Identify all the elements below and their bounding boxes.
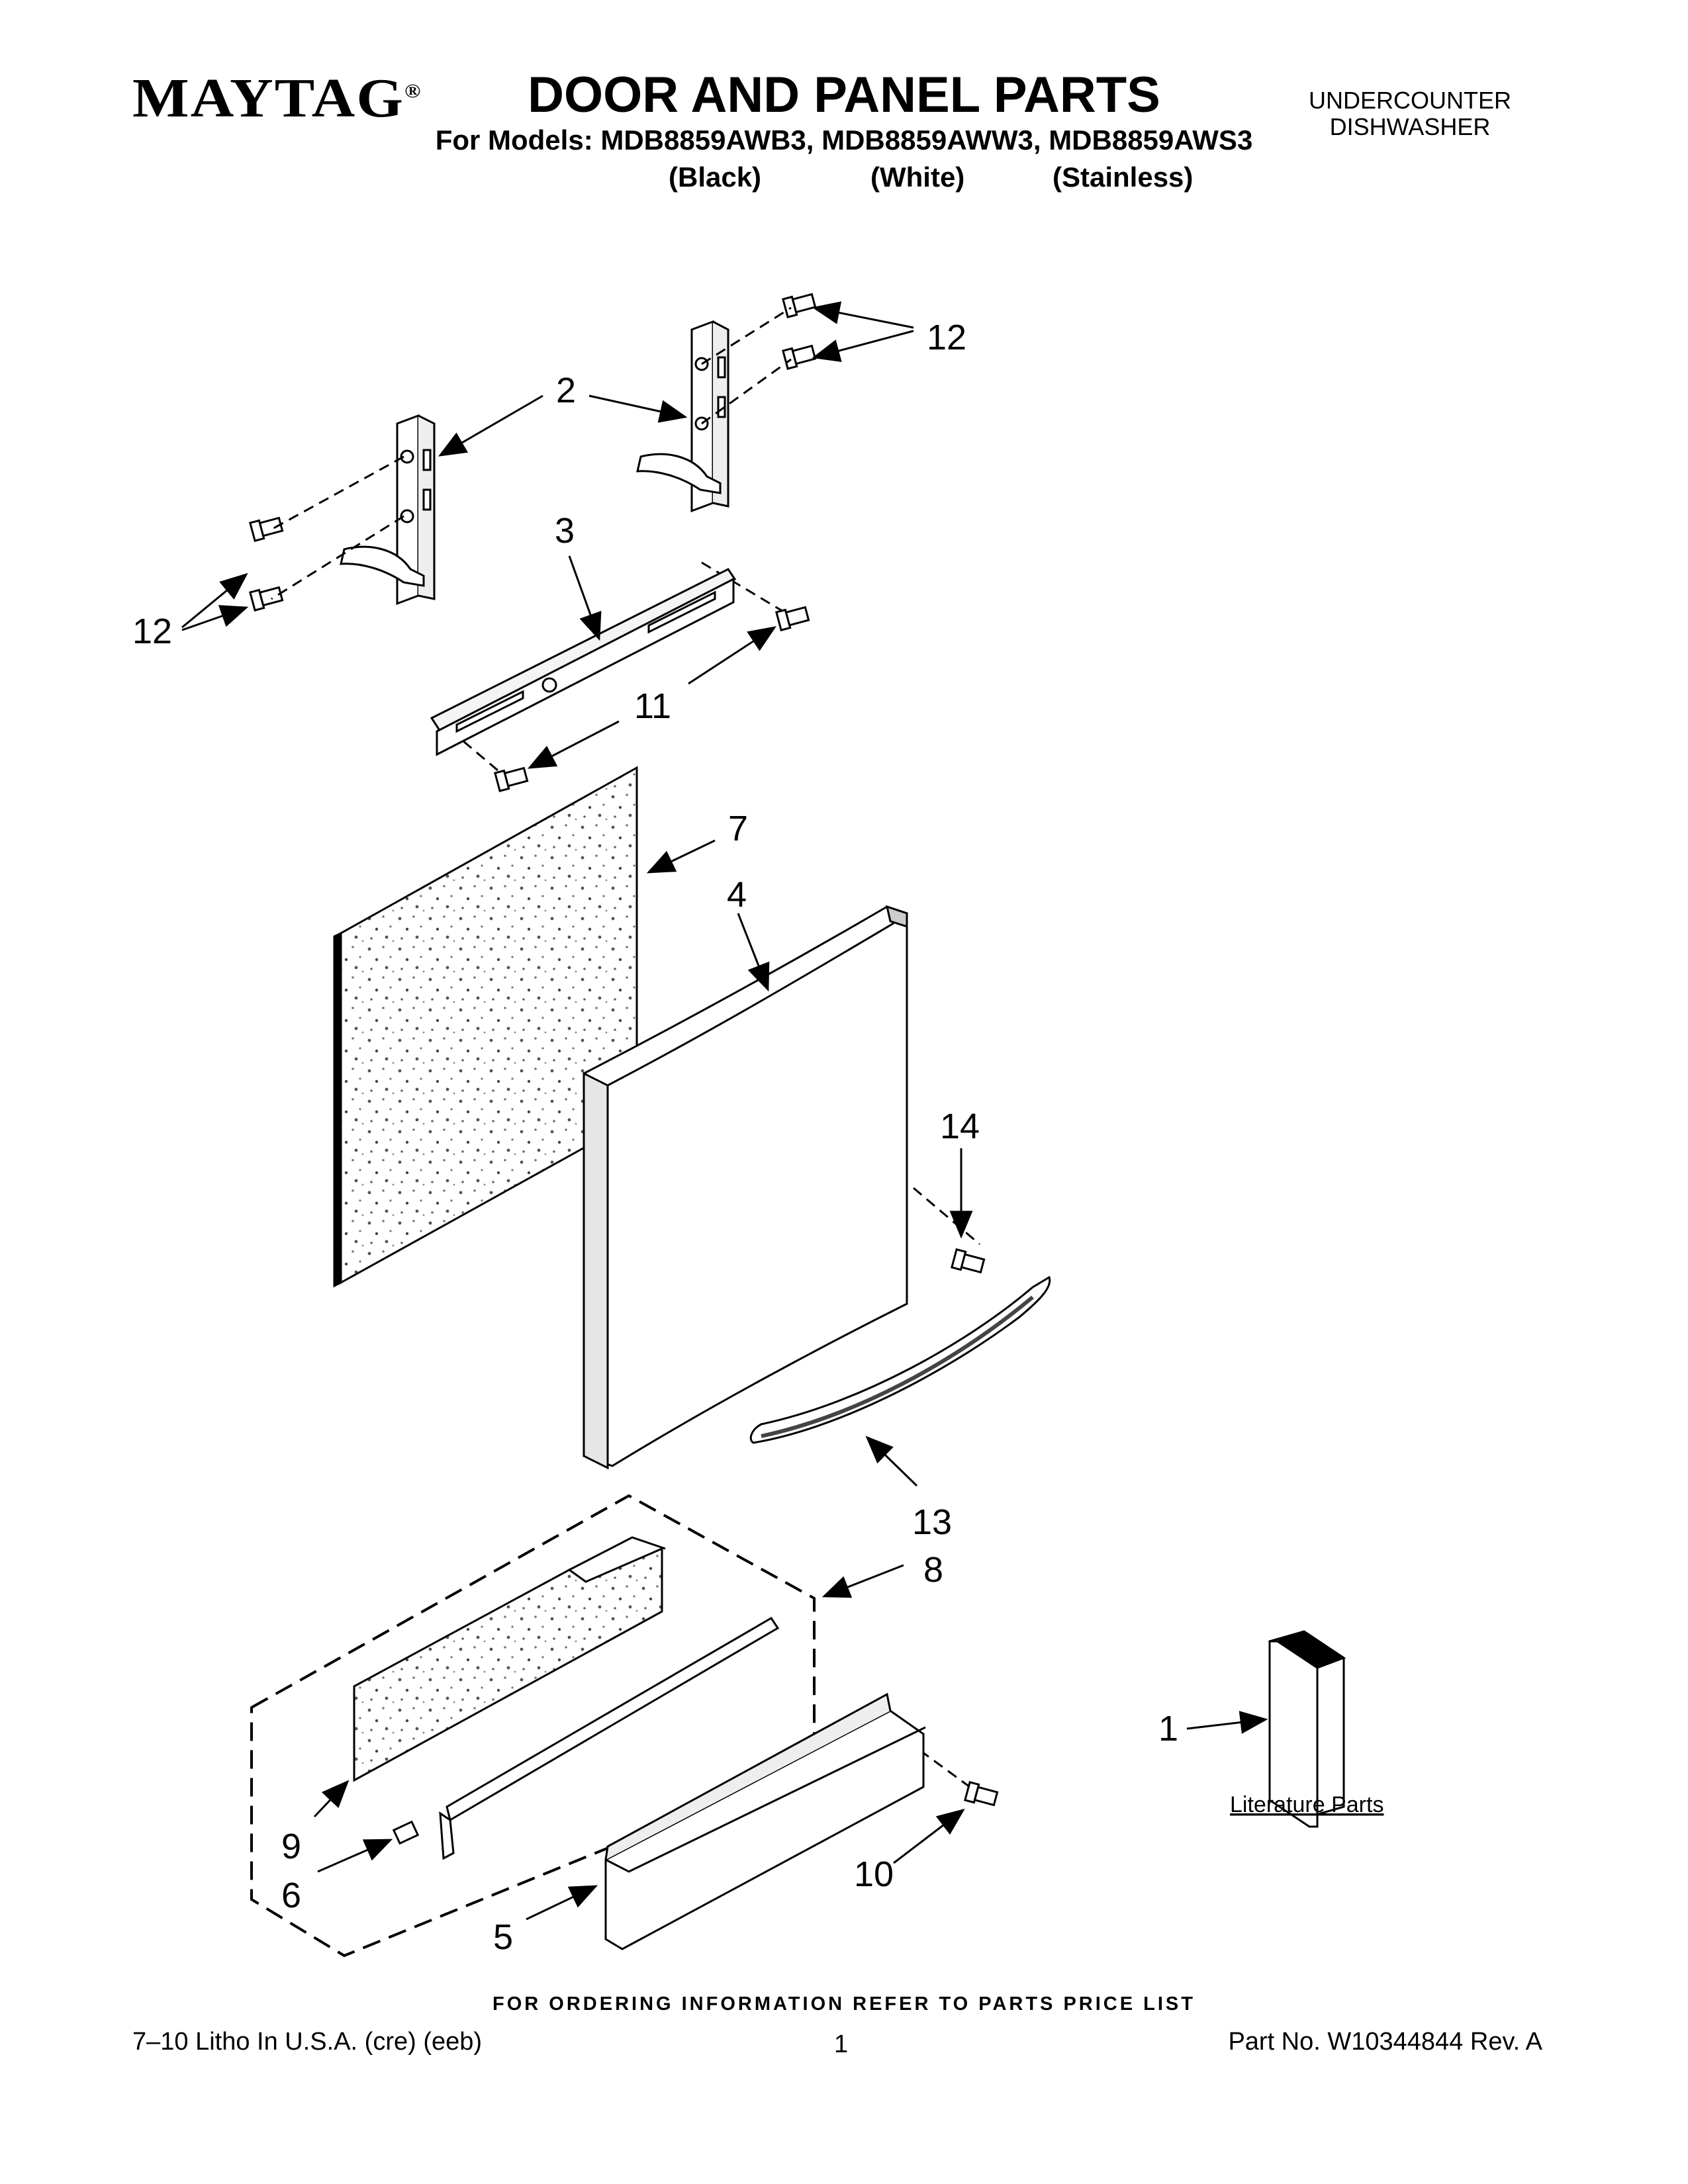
callout-5: 5 — [493, 1917, 513, 1957]
hinge-screws — [249, 293, 817, 612]
leader-arrows — [181, 301, 1268, 1921]
part-number: Part No. W10344844 Rev. A — [1228, 2028, 1542, 2056]
outer-door-panel — [583, 905, 908, 1470]
mounting-bracket — [430, 568, 810, 792]
callout-12-top: 12 — [927, 318, 966, 357]
registered-mark: ® — [404, 80, 422, 102]
callout-11: 11 — [634, 686, 671, 726]
litho-info: 7–10 Litho In U.S.A. (cre) (eeb) — [132, 2028, 483, 2056]
callout-labels: 12 2 3 12 11 7 4 14 13 8 1 9 6 10 5 Lite… — [132, 318, 1383, 1957]
callout-13: 13 — [912, 1502, 952, 1542]
models-line: For Models: MDB8859AWB3, MDB8859AWW3, MD… — [435, 124, 1253, 156]
brand-name: MAYTAG — [132, 68, 405, 129]
mounting-clip — [392, 1820, 420, 1845]
hinge-bracket-left — [340, 414, 436, 606]
callout-7: 7 — [728, 809, 748, 848]
toe-panel-screw — [964, 1781, 999, 1807]
page-number: 1 — [834, 2030, 849, 2058]
insulation-pad — [333, 766, 638, 1288]
variant-white: (White) — [870, 161, 965, 193]
literature-booklet — [1268, 1630, 1346, 1828]
variant-stainless: (Stainless) — [1053, 161, 1194, 193]
brand-logo: MAYTAG® — [132, 66, 422, 130]
toe-panel-track — [439, 1616, 780, 1860]
callout-8: 8 — [923, 1550, 943, 1590]
callout-6: 6 — [281, 1876, 301, 1915]
handle-screw — [951, 1248, 986, 1274]
door-handle — [749, 1275, 1051, 1444]
callout-14: 14 — [940, 1107, 980, 1146]
ordering-note: FOR ORDERING INFORMATION REFER TO PARTS … — [492, 1993, 1196, 2015]
callout-3: 3 — [555, 511, 575, 551]
callout-10: 10 — [854, 1854, 894, 1894]
callout-1: 1 — [1158, 1709, 1178, 1749]
toe-panel — [604, 1692, 926, 1950]
variant-black: (Black) — [669, 161, 762, 193]
category-line-2: DISHWASHER — [1329, 113, 1491, 140]
literature-parts-label: Literature Parts — [1230, 1792, 1383, 1817]
callout-9: 9 — [281, 1827, 301, 1866]
hinge-bracket-right — [636, 320, 729, 513]
callout-4: 4 — [727, 875, 747, 915]
callout-12-left: 12 — [132, 612, 172, 651]
category-line-1: UNDERCOUNTER — [1309, 87, 1511, 114]
page-title: DOOR AND PANEL PARTS — [528, 67, 1160, 123]
callout-2: 2 — [556, 371, 576, 410]
product-category: UNDERCOUNTER DISHWASHER — [1278, 87, 1542, 140]
kickplate-insulation — [353, 1536, 666, 1782]
